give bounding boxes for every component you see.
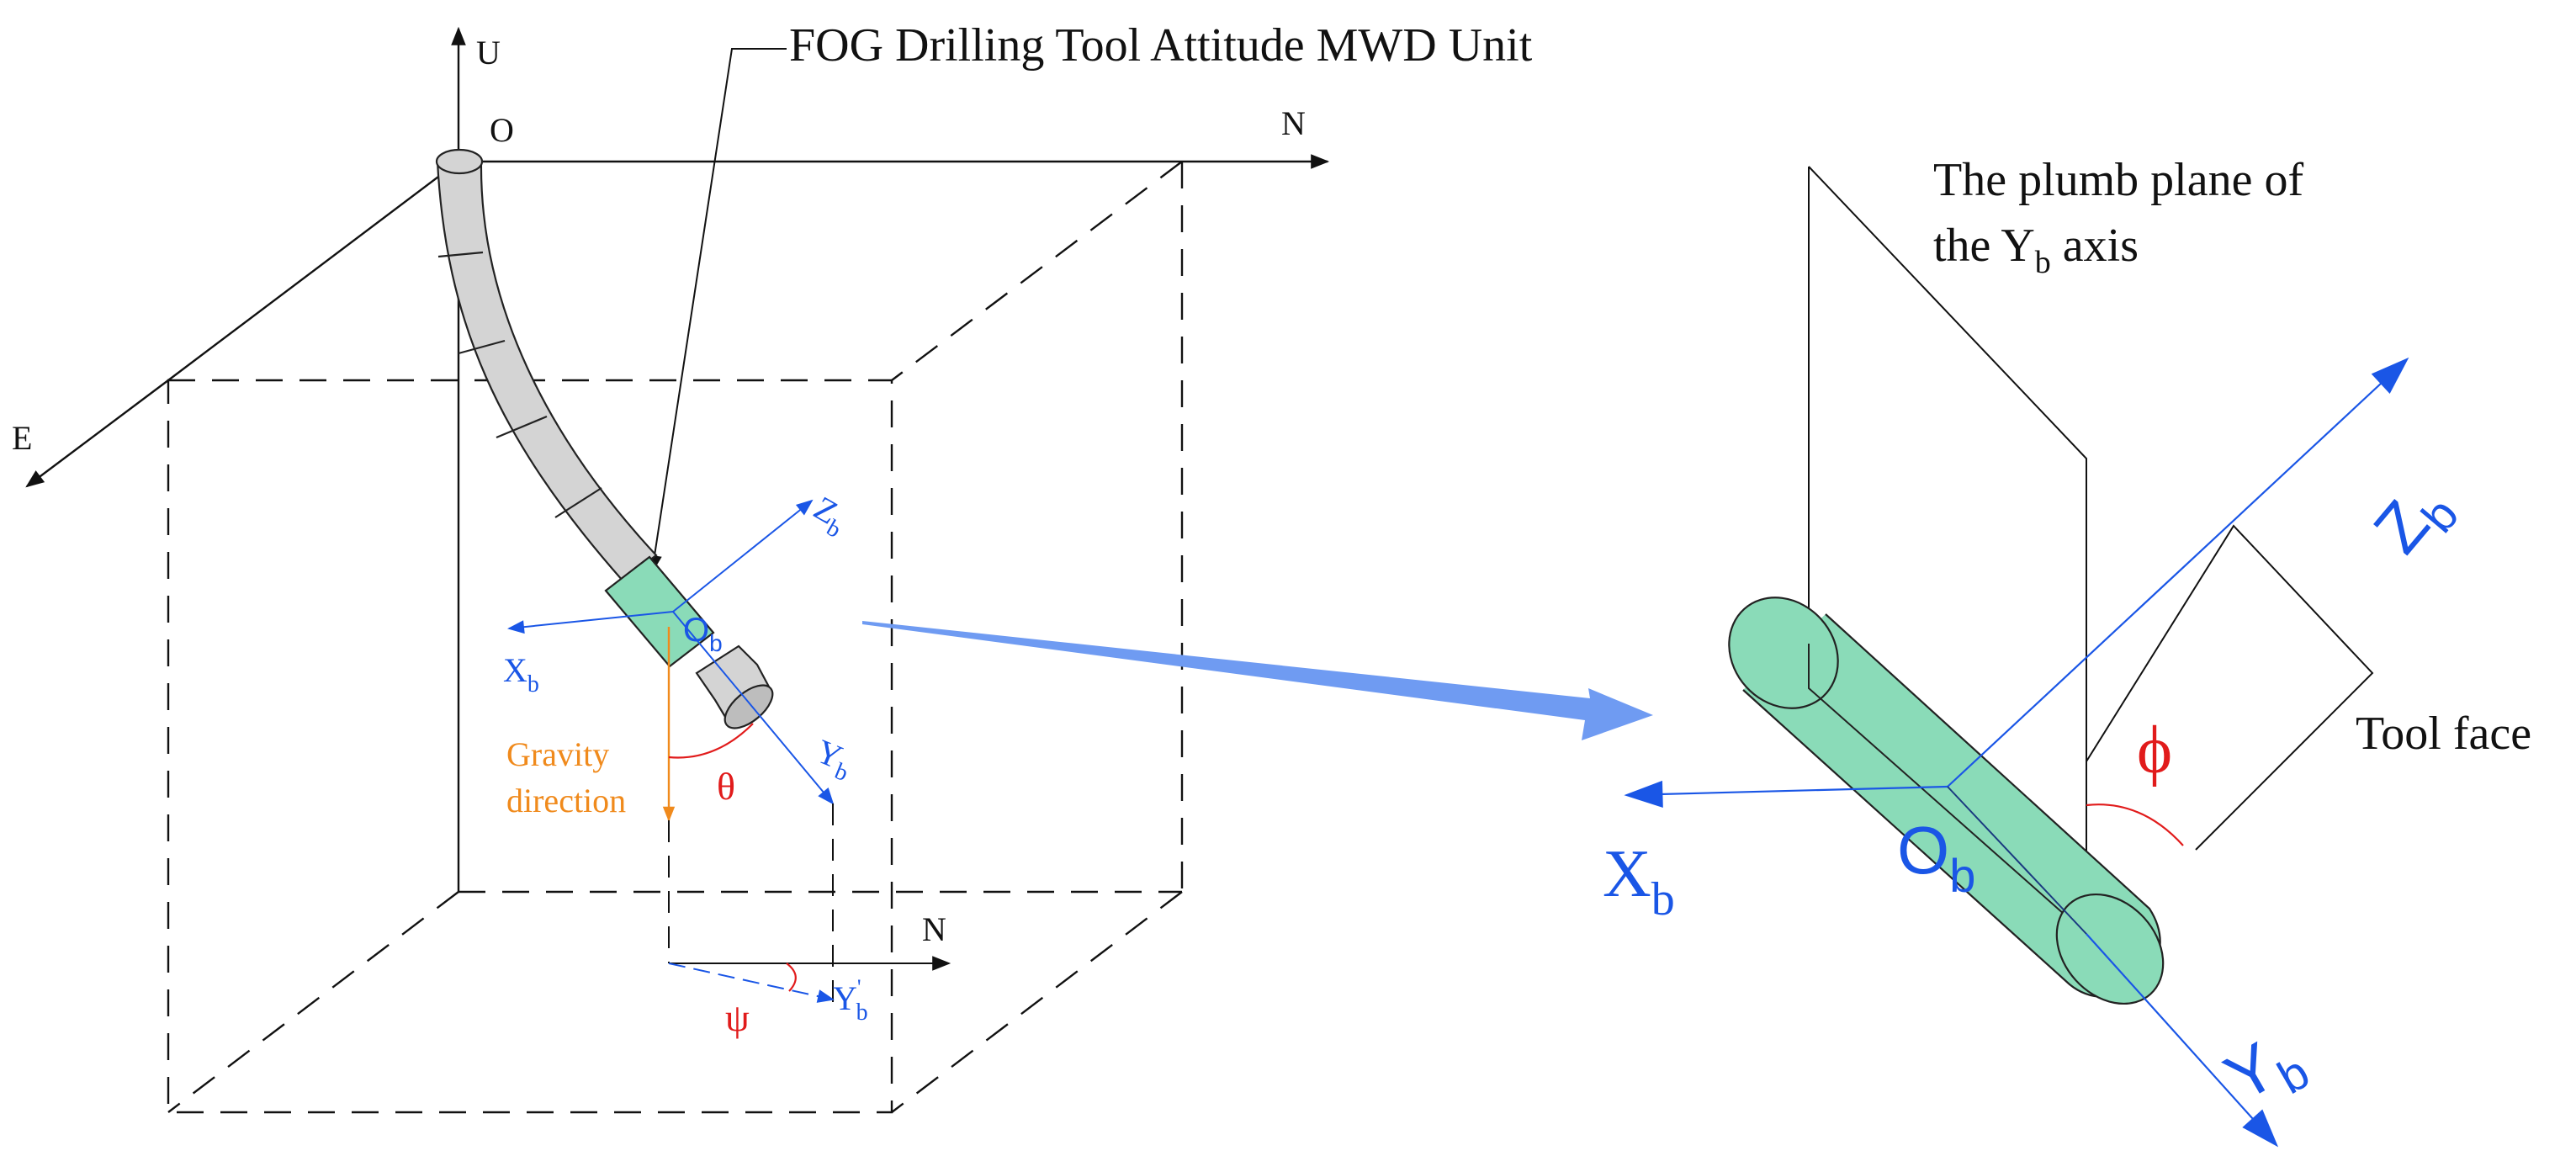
title-leader [647,48,787,575]
transfer-arrow-shape [862,621,1653,740]
left-zb-label: Zb [804,489,855,544]
pipe-joint [458,339,506,355]
yb-prime-label: Y'b [833,975,868,1026]
phi-label: ϕ [2137,713,2172,788]
e-axis [25,379,169,488]
theta-label: θ [717,765,735,808]
label-n: N [1281,104,1306,142]
cylinder-top-face [1728,597,1839,709]
right-yb-label: Yb [2213,1016,2318,1127]
psi-arc [786,963,797,992]
bottom-right-edge [891,891,1183,1113]
zoomed-mwd-unit [1728,597,2165,1005]
leader-line [647,48,787,575]
transfer-arrow [862,621,1653,740]
pipe-top-opening [435,148,484,175]
gravity-label-line1: Gravity [506,735,609,773]
right-yb-inner [1947,786,2087,935]
pipe-joint [554,487,602,518]
plumb-plane [1808,166,2087,934]
projection-n-label: N [922,910,946,948]
right-zb-label: Zb [2360,467,2469,574]
pipe-joint [437,251,484,258]
ground-axes [25,26,1330,488]
right-zb-axis [1947,357,2409,788]
pipe-joint [496,415,548,439]
right-xb-axis [1624,780,1948,809]
top-right-edge [891,161,1183,381]
phi-arc [2086,803,2184,846]
right-body-axes [1624,357,2409,1148]
mwd-unit-body [604,555,715,668]
projection-lines [668,803,951,1005]
theta-arc [668,723,754,759]
left-yb-label: Yb [808,732,859,787]
diagram-title: FOG Drilling Tool Attitude MWD Unit [789,19,1533,72]
left-zb-axis [672,499,814,613]
cylinder-bottom-face [2055,893,2165,1005]
left-yb-axis [672,611,835,805]
left-xb-axis [507,611,674,634]
label-e: E [12,419,32,457]
right-xb-label: Xb [1603,837,1675,925]
label-u: U [476,34,501,72]
right-ob-label: Ob [1897,813,1975,902]
drill-pipe [435,148,658,582]
left-ob-label: Ob [683,612,723,656]
left-xb-label: Xb [503,651,539,697]
plumb-plane-label-line1: The plumb plane of [1933,154,2303,206]
plane-cylinder-intersection [1808,644,2087,935]
yb-prime-line [668,963,835,1003]
tool-face-label: Tool face [2356,708,2531,760]
tool-face-plane [2086,524,2374,851]
psi-label: ψ [725,996,750,1039]
plumb-plane-label-line2: the Yb axis [1933,220,2139,280]
left-body-axes [507,499,835,805]
top-left-edge [167,161,459,381]
label-origin: O [490,111,514,149]
pipe-body [436,160,658,582]
bottom-left-edge [167,891,459,1113]
drill-bit-face [724,684,774,729]
gravity-label-line2: direction [506,782,626,819]
plumb-plane-top-edge [1808,166,2087,934]
right-yb-axis [2086,933,2279,1148]
